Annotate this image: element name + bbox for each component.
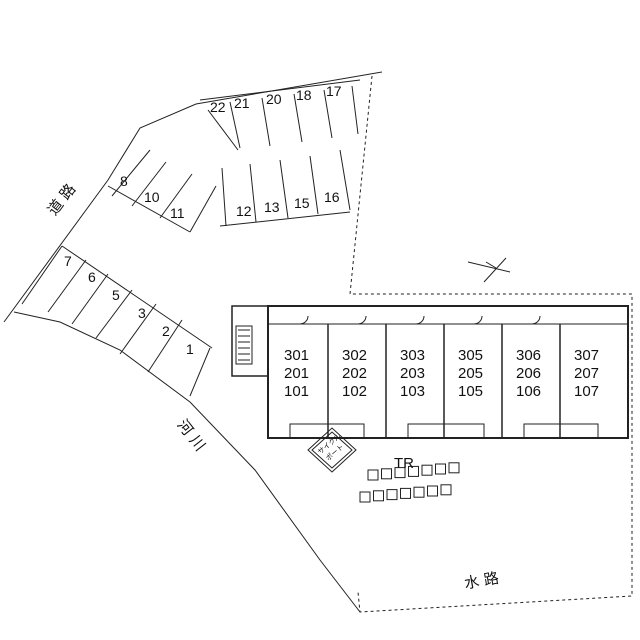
parking-spot-number: 20 bbox=[266, 91, 282, 107]
bicycle-slot bbox=[367, 469, 379, 481]
parking-spot-number: 3 bbox=[138, 305, 146, 321]
parking-spot-number: 8 bbox=[120, 173, 128, 189]
unit-number: 107 bbox=[574, 383, 599, 400]
stair-steps bbox=[235, 325, 253, 365]
parking-spot-number: 7 bbox=[64, 253, 72, 269]
parking-spot-number: 10 bbox=[144, 189, 160, 205]
bicycle-slot bbox=[421, 464, 433, 476]
parking-spot-number: 15 bbox=[294, 195, 310, 211]
cycle-port bbox=[307, 427, 357, 473]
unit-number: 307 bbox=[574, 347, 599, 364]
river-label: 河 川 bbox=[174, 416, 210, 454]
parking-block-left bbox=[107, 149, 217, 233]
parking-spot-number: 22 bbox=[210, 99, 226, 115]
parking-spot-number: 6 bbox=[88, 269, 96, 285]
parking-spot-number: 18 bbox=[296, 87, 312, 103]
unit-number: 102 bbox=[342, 383, 367, 400]
road-boundary-line bbox=[3, 71, 383, 323]
unit-number: 201 bbox=[284, 365, 309, 382]
north-arrow-icon bbox=[467, 257, 511, 283]
unit-number: 207 bbox=[574, 365, 599, 382]
road-label: 道 路 bbox=[44, 180, 80, 218]
bicycle-slot bbox=[359, 491, 371, 503]
unit-number: 206 bbox=[516, 365, 541, 382]
unit-number: 106 bbox=[516, 383, 541, 400]
parking-block-lower bbox=[21, 245, 213, 397]
bicycle-slot bbox=[373, 490, 384, 502]
bicycle-parking bbox=[359, 462, 460, 503]
parking-block-middle bbox=[219, 149, 351, 227]
unit-number: 101 bbox=[284, 383, 309, 400]
bicycle-slot bbox=[448, 462, 460, 474]
unit-number: 301 bbox=[284, 347, 309, 364]
unit-number: 202 bbox=[342, 365, 367, 382]
stair-tower bbox=[231, 305, 269, 377]
unit-number: 305 bbox=[458, 347, 483, 364]
parking-spot-number: 12 bbox=[236, 203, 252, 219]
unit-number: 203 bbox=[400, 365, 425, 382]
parking-spot-number: 17 bbox=[326, 83, 342, 99]
bicycle-slot bbox=[386, 489, 398, 501]
tr-label: TR bbox=[394, 455, 414, 472]
unit-number: 205 bbox=[458, 365, 483, 382]
bicycle-slot bbox=[408, 465, 419, 477]
property-line bbox=[349, 75, 633, 613]
bicycle-slot bbox=[381, 468, 392, 480]
bicycle-slot bbox=[394, 467, 406, 479]
parking-spot-number: 5 bbox=[112, 287, 120, 303]
bicycle-slot bbox=[435, 463, 446, 475]
unit-number: 103 bbox=[400, 383, 425, 400]
parking-spot-number: 13 bbox=[264, 199, 280, 215]
parking-block-upper bbox=[199, 79, 361, 151]
parking-spot-number: 11 bbox=[170, 205, 185, 221]
waterway-label: 水 路 bbox=[463, 569, 500, 593]
parking-spot-number: 21 bbox=[234, 95, 250, 111]
unit-number: 303 bbox=[400, 347, 425, 364]
bicycle-slot bbox=[440, 484, 452, 496]
river-boundary-line bbox=[13, 311, 361, 613]
parking-spot-number: 1 bbox=[186, 341, 194, 357]
parking-spot-number: 16 bbox=[324, 189, 340, 205]
bicycle-slot bbox=[400, 487, 411, 499]
bicycle-slot bbox=[413, 486, 425, 498]
unit-labels: 3012011013022021023032031033052051053062… bbox=[284, 347, 599, 400]
bicycle-slot bbox=[427, 485, 438, 497]
unit-number: 306 bbox=[516, 347, 541, 364]
unit-number: 302 bbox=[342, 347, 367, 364]
unit-number: 105 bbox=[458, 383, 483, 400]
parking-spot-number: 2 bbox=[162, 323, 170, 339]
